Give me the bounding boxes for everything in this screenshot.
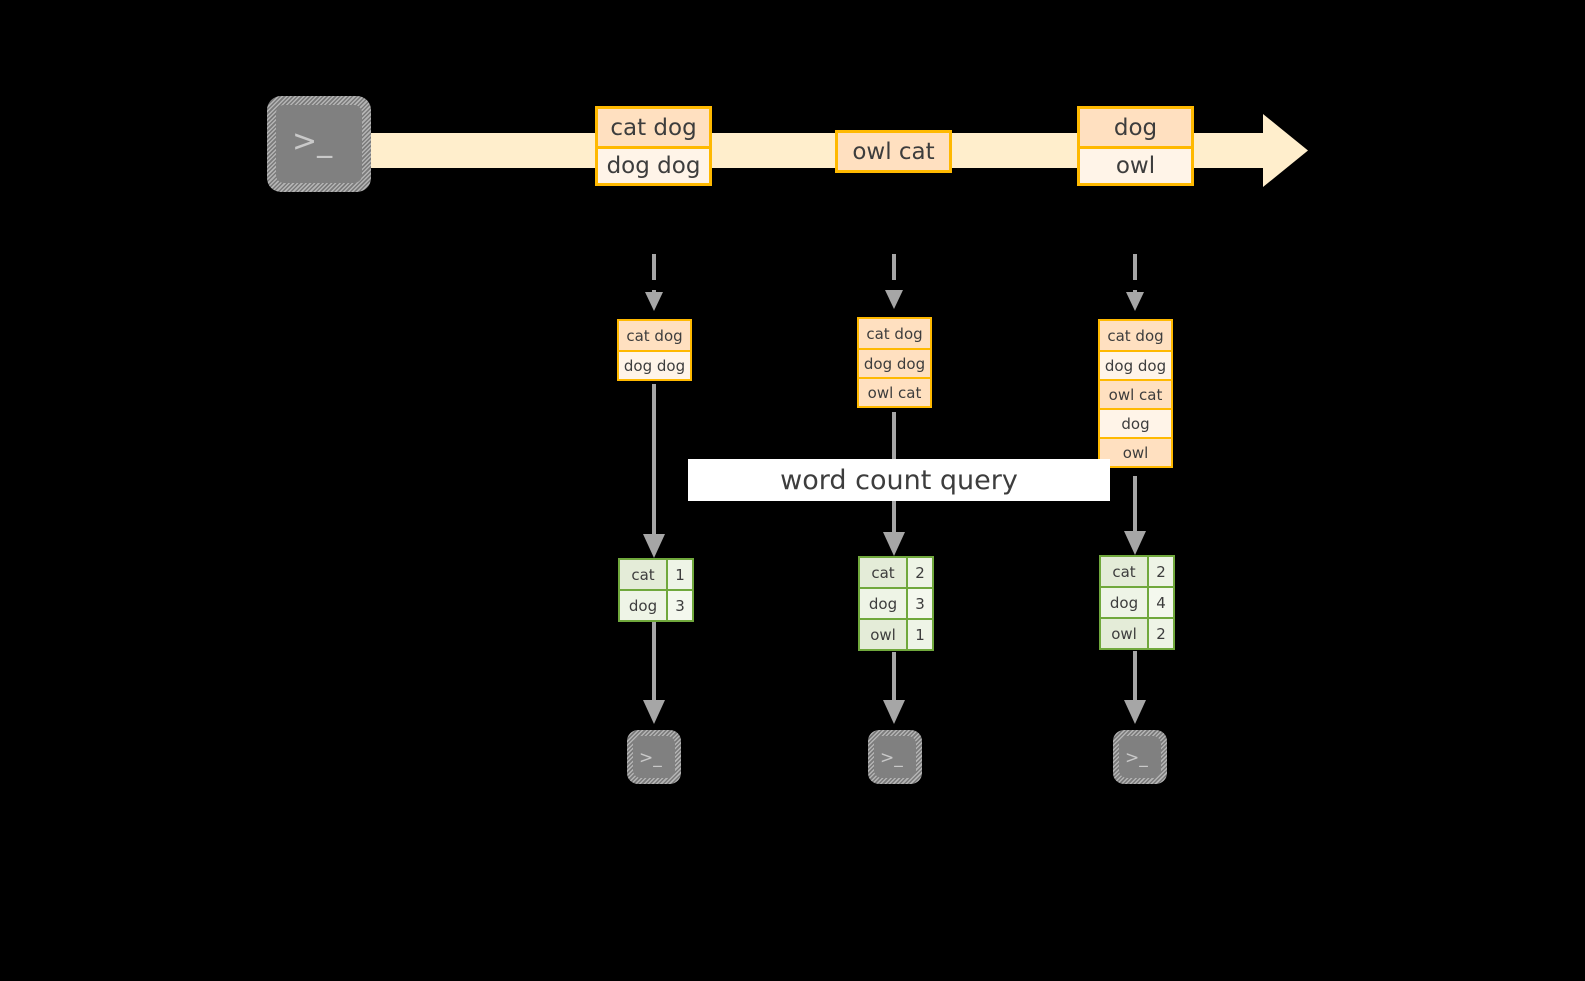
- result-row: dog 4: [1101, 586, 1173, 617]
- terminal-prompt-glyph: >_: [1125, 748, 1148, 768]
- snapshot-input-line: dog dog: [859, 348, 930, 377]
- result-word: cat: [1101, 557, 1147, 586]
- snapshot-input-line: cat dog: [1100, 321, 1171, 350]
- result-row: cat 1: [620, 560, 692, 589]
- snapshot-input-table-2[interactable]: cat dog dog dog owl cat: [857, 317, 932, 408]
- result-table-3[interactable]: cat 2 dog 4 owl 2: [1099, 555, 1175, 650]
- result-count: 2: [906, 558, 932, 587]
- result-word: owl: [860, 620, 906, 649]
- snapshot-input-line: dog dog: [1100, 350, 1171, 379]
- result-count: 3: [906, 589, 932, 618]
- arrowhead: [883, 532, 905, 556]
- result-row: dog 3: [860, 587, 932, 618]
- result-row: dog 3: [620, 589, 692, 620]
- result-word: dog: [1101, 588, 1147, 617]
- snapshot-input-line: cat dog: [859, 319, 930, 348]
- result-count: 2: [1147, 557, 1173, 586]
- snapshot-input-line: owl cat: [859, 377, 930, 406]
- terminal-screen: [874, 736, 916, 778]
- result-word: cat: [860, 558, 906, 587]
- result-word: cat: [620, 560, 666, 589]
- query-banner: word count query: [688, 459, 1110, 501]
- query-banner-label: word count query: [780, 464, 1018, 496]
- stream-record-1[interactable]: cat dog dog dog: [595, 106, 712, 186]
- record-line: dog: [1080, 109, 1191, 146]
- result-count: 1: [666, 560, 692, 589]
- stream-record-3[interactable]: dog owl: [1077, 106, 1194, 186]
- arrowhead: [643, 534, 665, 558]
- terminal-prompt-glyph: >_: [880, 748, 903, 768]
- snapshot-input-line: owl cat: [1100, 379, 1171, 408]
- snapshot-input-line: owl: [1100, 437, 1171, 466]
- result-word: dog: [860, 589, 906, 618]
- stream-arrow-head: [1263, 114, 1308, 187]
- record-line: owl cat: [838, 133, 949, 170]
- terminal-screen: [276, 105, 362, 183]
- arrowhead: [1124, 700, 1146, 724]
- sink-terminal-icon-3[interactable]: >_: [1113, 730, 1167, 784]
- arrowhead: [883, 700, 905, 724]
- arrowhead: [1124, 531, 1146, 555]
- record-line: owl: [1080, 146, 1191, 183]
- terminal-prompt-glyph: >_: [639, 748, 662, 768]
- result-table-2[interactable]: cat 2 dog 3 owl 1: [858, 556, 934, 651]
- result-table-1[interactable]: cat 1 dog 3: [618, 558, 694, 622]
- source-terminal-icon[interactable]: >_: [267, 96, 371, 192]
- result-row: cat 2: [860, 558, 932, 587]
- sink-terminal-icon-1[interactable]: >_: [627, 730, 681, 784]
- result-word: dog: [620, 591, 666, 620]
- snapshot-input-table-3[interactable]: cat dog dog dog owl cat dog owl: [1098, 319, 1173, 468]
- arrowhead: [885, 290, 903, 309]
- result-row: owl 2: [1101, 617, 1173, 648]
- result-count: 2: [1147, 619, 1173, 648]
- stream-record-2[interactable]: owl cat: [835, 130, 952, 173]
- result-count: 1: [906, 620, 932, 649]
- result-row: owl 1: [860, 618, 932, 649]
- record-line: cat dog: [598, 109, 709, 146]
- result-count: 4: [1147, 588, 1173, 617]
- arrowhead: [1126, 292, 1144, 311]
- snapshot-input-table-1[interactable]: cat dog dog dog: [617, 319, 692, 381]
- terminal-prompt-glyph: >_: [292, 124, 333, 159]
- snapshot-input-line: dog dog: [619, 350, 690, 379]
- snapshot-input-line: dog: [1100, 408, 1171, 437]
- arrowhead: [645, 292, 663, 311]
- snapshot-input-line: cat dog: [619, 321, 690, 350]
- result-row: cat 2: [1101, 557, 1173, 586]
- result-count: 3: [666, 591, 692, 620]
- sink-terminal-icon-2[interactable]: >_: [868, 730, 922, 784]
- result-word: owl: [1101, 619, 1147, 648]
- terminal-screen: [1119, 736, 1161, 778]
- terminal-screen: [633, 736, 675, 778]
- arrowhead: [643, 700, 665, 724]
- record-line: dog dog: [598, 146, 709, 183]
